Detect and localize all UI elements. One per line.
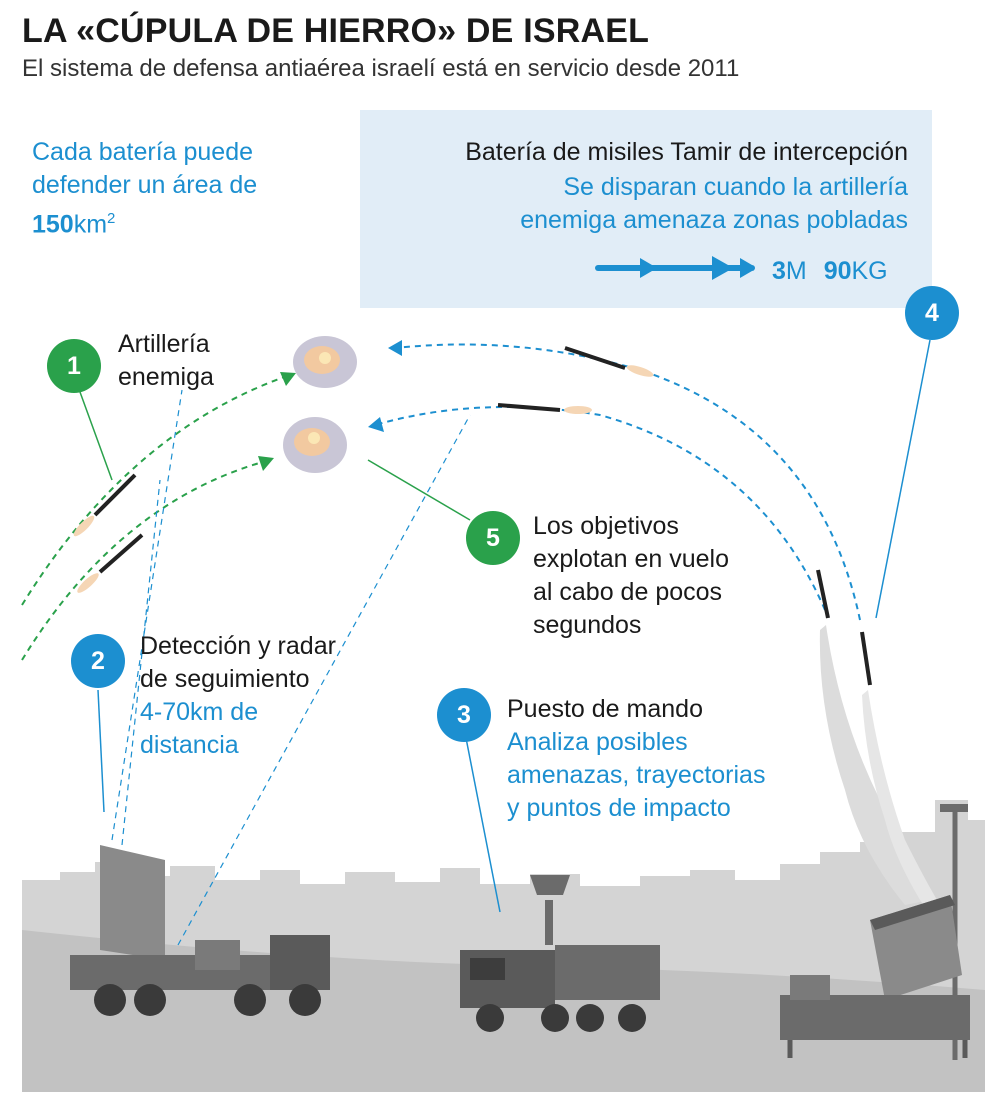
enemy-trajectory-upper [21,374,291,606]
step-5-line4: segundos [533,611,642,639]
step-2-desc-line1: 4-70km de [140,698,259,726]
missile-length-value: 3 [772,257,786,285]
leader-line-2 [97,689,105,813]
step-5-badge: 5 [466,511,520,565]
arrow-head-green-1 [280,372,296,386]
battery-description: Se disparan cuando la artillería enemiga… [520,171,908,237]
step-2-title-line1: Detección y radar [140,632,336,660]
page-subtitle: El sistema de defensa antiaérea israelí … [22,55,740,82]
step-5-line3: al cabo de pocos [533,578,723,606]
step-1-line2: enemiga [118,363,214,391]
step-2-label: Detección y radar de seguimiento 4-70km … [140,630,336,762]
step-1-badge: 1 [47,339,101,393]
battery-info-box [360,110,932,308]
arrow-head-blue-1 [388,340,402,356]
step-1-label: Artillería enemiga [118,328,214,394]
step-3-badge: 3 [437,688,491,742]
step-3-desc-line1: Analiza posibles [507,728,688,756]
area-note-value-line: 150km2 [32,202,257,241]
explosion-upper [293,336,357,388]
missile-weight-value: 90 [823,257,852,285]
step-2-title-line2: de seguimiento [140,665,310,693]
interceptor-missile-4 [860,631,872,686]
step-3-desc-line3: y puntos de impacto [507,794,731,822]
launch-smoke [819,625,930,905]
area-coverage-note: Cada batería puede defender un área de 1… [32,136,257,241]
step-3-desc-line2: amenazas, trayectorias [507,761,766,789]
step-4-badge: 4 [905,286,959,340]
enemy-rocket-2 [77,533,144,593]
step-2-badge: 2 [71,634,125,688]
step-5-line1: Los objetivos [533,512,679,540]
area-note-line2: defender un área de [32,171,258,199]
leader-line-4 [875,339,931,619]
radar-truck [70,845,330,1016]
step-3-title: Puesto de mando [507,695,703,723]
arrow-head-green-2 [258,456,274,471]
missile-weight-unit: KG [851,257,888,285]
launch-smoke-2 [862,690,940,908]
missile-launcher [780,804,970,1060]
enemy-rocket-1 [73,473,137,537]
battery-desc-line2: enemiga amenaza zonas pobladas [520,206,908,234]
interceptor-missile-3 [816,569,830,619]
page-title: LA «CÚPULA DE HIERRO» DE ISRAEL [22,12,650,50]
step-3-label: Puesto de mando Analiza posibles amenaza… [507,693,765,825]
leader-line-3 [465,737,501,913]
area-value: 150 [32,210,74,239]
radar-beam-3 [177,414,471,946]
missile-length-unit: M [785,257,807,285]
interceptor-trajectory-upper [394,343,861,621]
step-1-line1: Artillería [118,330,210,358]
interceptor-missile-1 [564,346,654,377]
interceptor-missile-2 [497,403,592,414]
interceptor-trajectory-lower [374,406,826,611]
step-5-line2: explotan en vuelo [533,545,729,573]
area-note-line1: Cada batería puede [32,138,254,166]
arrow-head-blue-2 [368,417,384,432]
missile-icon [595,256,755,280]
command-truck [460,875,660,1032]
leader-line-5 [367,459,471,521]
battery-desc-line1: Se disparan cuando la artillería [563,173,908,201]
step-5-label: Los objetivos explotan en vuelo al cabo … [533,510,729,642]
radar-beam-1 [111,389,183,841]
missile-specs: 3M 90KG [772,257,888,286]
area-unit-exponent: 2 [107,210,116,227]
explosion-lower [283,417,347,473]
enemy-trajectory-lower [21,459,271,661]
leader-line-1 [79,391,113,481]
battery-title: Batería de misiles Tamir de intercepción [465,138,908,166]
step-2-desc-line2: distancia [140,731,239,759]
area-unit: km [73,210,108,239]
